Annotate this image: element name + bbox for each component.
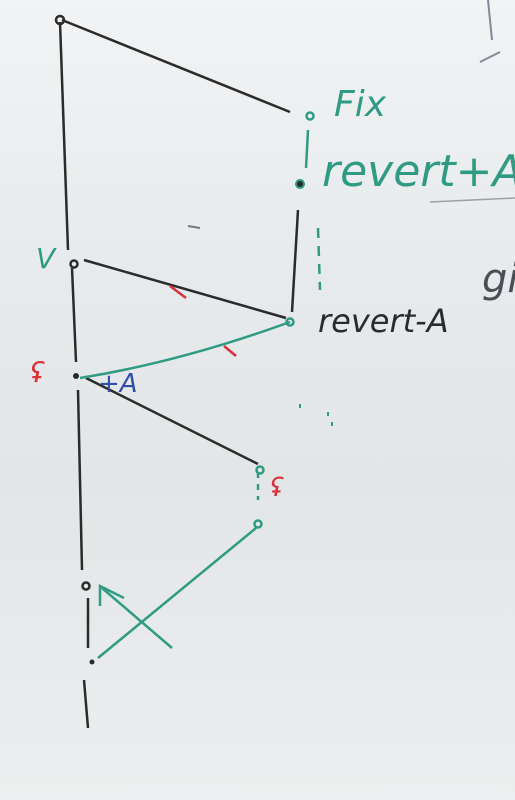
main-branch-line xyxy=(58,21,70,251)
red-strike-lower xyxy=(223,345,237,357)
green-dashed-revert-chain xyxy=(316,227,322,291)
red-strike-upper xyxy=(169,285,187,299)
green-arrow-head xyxy=(98,583,125,606)
main-branch-line-3 xyxy=(76,389,84,571)
green-dashed-fix-revert xyxy=(304,129,310,169)
label-bug-mark-right: ʢ xyxy=(270,473,284,503)
label-partial-word: gi xyxy=(482,256,515,302)
edge-v-to-revert xyxy=(83,258,287,320)
edge-top-to-fix xyxy=(61,18,291,114)
edge-bug-to-lower xyxy=(85,376,259,466)
label-revert-plus-a: revert+A xyxy=(322,146,515,197)
green-arrow-stroke xyxy=(101,587,173,649)
label-bug-mark-left: ʢ xyxy=(30,356,45,389)
green-edge-bug-to-revert xyxy=(79,320,291,380)
main-branch-line-2 xyxy=(70,267,78,363)
commit-node-v xyxy=(69,259,79,269)
commit-node-fix xyxy=(305,111,315,121)
label-fix: Fix xyxy=(334,84,387,125)
commit-node-top xyxy=(54,14,66,26)
commit-node-lower-2 xyxy=(253,519,263,529)
label-revert-minus-a: revert-A xyxy=(318,302,449,340)
commit-node-bottom-2 xyxy=(89,659,95,665)
faint-mark-top xyxy=(479,0,501,63)
faint-line-top-right xyxy=(429,197,515,203)
commit-node-revert-minus-a xyxy=(285,317,295,327)
main-branch-line-5 xyxy=(82,679,90,729)
commit-node-bug xyxy=(73,373,79,379)
commit-node-bottom-1 xyxy=(81,581,91,591)
green-edge-lower-to-bottom xyxy=(97,527,257,659)
commit-node-revert-plus-a xyxy=(295,179,305,189)
right-branch-line xyxy=(290,209,300,313)
label-v-mark: V xyxy=(36,242,57,275)
label-plus-a: +A xyxy=(98,369,138,399)
faint-mark-small xyxy=(187,225,201,229)
commit-node-lower-1 xyxy=(255,465,265,475)
green-dots xyxy=(299,404,333,426)
